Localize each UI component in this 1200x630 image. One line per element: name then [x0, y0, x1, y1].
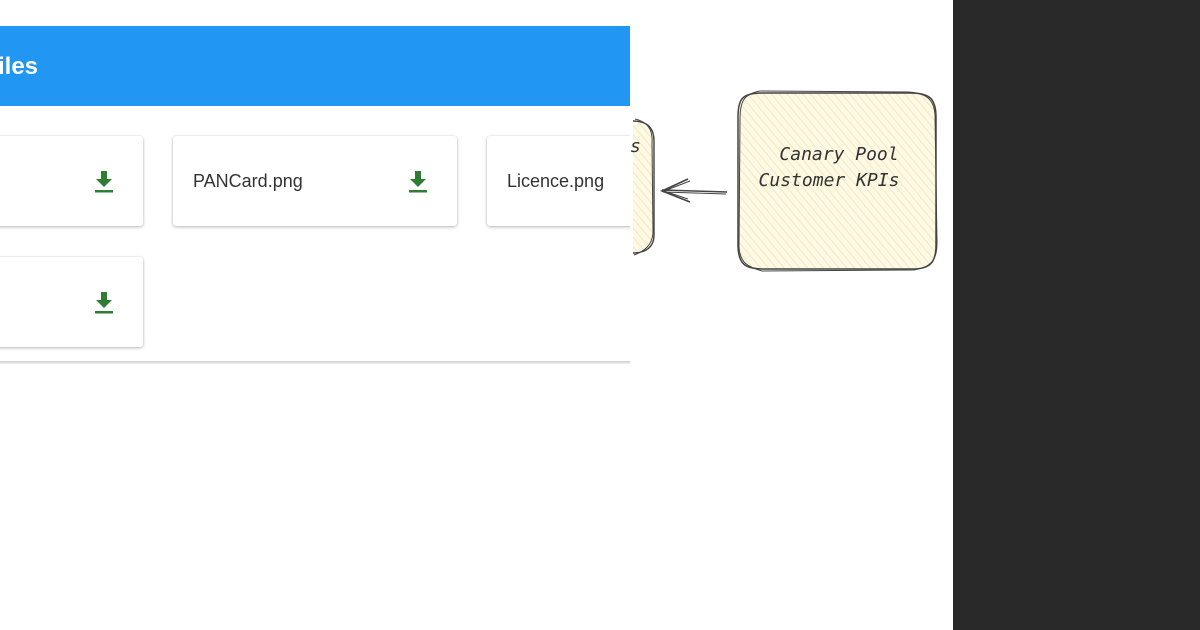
panel-divider — [0, 361, 630, 364]
node-label-line1: Canary Pool — [779, 144, 898, 165]
panel-header: iles — [0, 26, 630, 106]
download-icon[interactable] — [94, 169, 114, 193]
files-panel: iles ong PANCard.png Licence.png — [0, 26, 630, 364]
file-card[interactable] — [0, 257, 143, 347]
file-name: Licence.png — [507, 171, 605, 191]
file-card[interactable]: Licence.png — [487, 136, 630, 226]
diagram-node-canary-pool: Canary Pool Customer KPIs — [737, 90, 938, 272]
panel-title: iles — [0, 53, 39, 80]
node-label-line2: Customer KPIs — [759, 170, 900, 191]
partial-node-text: s — [630, 136, 641, 157]
download-icon[interactable] — [408, 169, 428, 193]
dark-background-panel — [953, 0, 1200, 630]
arrow-left-icon — [659, 178, 728, 203]
file-card[interactable]: PANCard.png — [173, 136, 457, 226]
file-card[interactable]: ong — [0, 136, 143, 226]
download-icon[interactable] — [94, 290, 114, 314]
sketch-diagram: s Canary Pool Customer KPIs — [630, 90, 938, 272]
file-name: PANCard.png — [193, 171, 303, 191]
partial-diagram-node: s — [630, 118, 655, 256]
